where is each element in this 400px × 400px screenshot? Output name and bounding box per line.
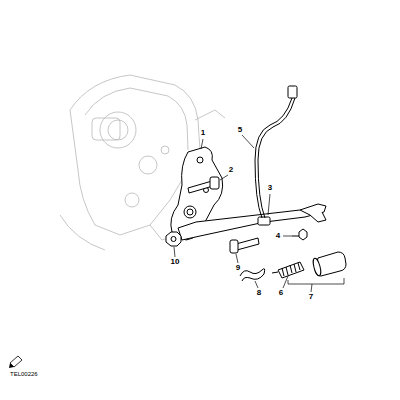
callout-number: 6	[278, 289, 284, 297]
stand-switch	[272, 262, 304, 278]
nut	[166, 232, 181, 246]
pivot-bolt	[230, 238, 259, 253]
callout-number: 7	[308, 293, 314, 301]
callout-number: 10	[170, 258, 181, 266]
bracket-bolt	[188, 177, 219, 193]
callout-number: 2	[228, 166, 234, 174]
reference-icon	[9, 356, 22, 368]
spring-clip	[240, 269, 265, 281]
switch-cover	[312, 252, 346, 276]
callout-number: 3	[267, 184, 273, 192]
side-stand	[178, 204, 326, 240]
drawing-code: TEL00226	[9, 371, 39, 377]
screw	[292, 229, 307, 240]
callout-number: 5	[237, 126, 243, 134]
callout-number: 1	[200, 129, 206, 137]
callout-number: 8	[256, 289, 262, 297]
leader-lines	[174, 135, 344, 292]
callout-number: 9	[235, 264, 241, 272]
callout-number: 4	[275, 232, 281, 240]
sensor-wire	[255, 86, 297, 218]
